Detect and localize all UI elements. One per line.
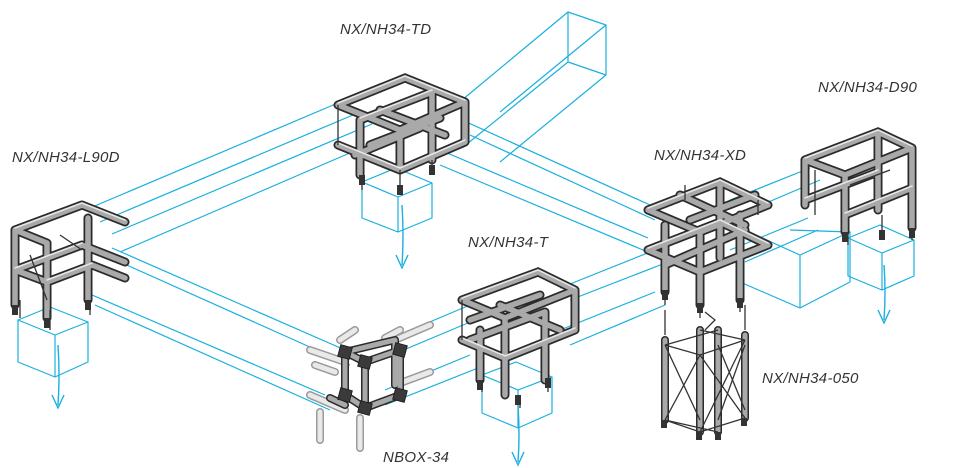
o50-tower [661, 305, 749, 440]
nbox-cube [306, 321, 434, 452]
td-foot-box [361, 167, 433, 233]
down-arrows [51, 204, 891, 467]
l90d-nbox-rails [84, 247, 351, 411]
label-nbox: NBOX-34 [383, 449, 449, 466]
t-truss [457, 267, 580, 408]
arrow-l90d [51, 344, 65, 410]
left-top-rails [89, 99, 381, 253]
label-o50: NX/NH34-050 [762, 370, 859, 387]
td-truss [333, 73, 470, 195]
arrow-d90 [877, 264, 891, 325]
label-d90: NX/NH34-D90 [818, 79, 918, 96]
label-td: NX/NH34-TD [340, 21, 431, 38]
l90d-foot-box [17, 306, 89, 378]
td-xd-rails [439, 119, 656, 256]
truss-guide-lines [17, 11, 915, 467]
label-t: NX/NH34-T [468, 234, 550, 251]
label-l90d: NX/NH34-L90D [12, 149, 120, 166]
d90-foot-box [847, 224, 915, 291]
xd-truss [643, 177, 773, 318]
d90-truss [800, 127, 917, 245]
top-truss-outline [461, 11, 607, 163]
component-labels: NX/NH34-TD NX/NH34-D90 NX/NH34-L90D NX/N… [12, 21, 918, 466]
l90d-corner-truss [10, 200, 130, 330]
arrow-td [395, 204, 409, 270]
label-xd: NX/NH34-XD [654, 147, 746, 164]
arrow-t [511, 404, 525, 467]
truss-tubes [10, 73, 917, 452]
